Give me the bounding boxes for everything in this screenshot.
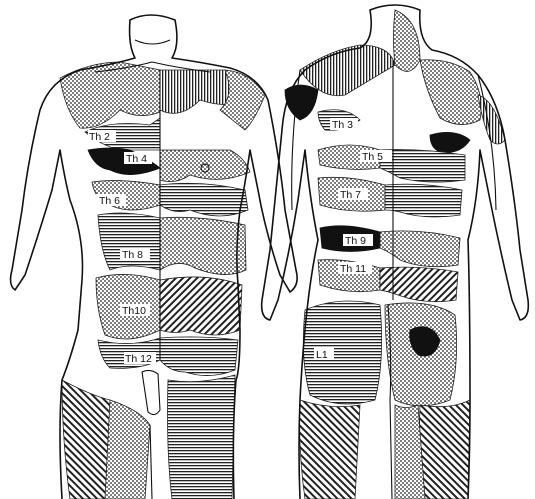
front-th6-label: Th 6 bbox=[99, 195, 120, 207]
front-th12-band bbox=[160, 337, 238, 376]
back-scapula-right-dark bbox=[430, 132, 470, 152]
back-l1-label: L1 bbox=[316, 349, 328, 361]
front-th10-label: Th10 bbox=[122, 305, 146, 317]
front-chin-line bbox=[135, 40, 170, 44]
back-th7-label: Th 7 bbox=[340, 189, 361, 201]
front-th6-band-b bbox=[160, 183, 248, 216]
front-thigh-right-dots bbox=[105, 400, 150, 499]
front-th8-band-b bbox=[160, 217, 246, 274]
front-view: Th 2 Th 4 Th 6 Th 8 Th10 Th 12 bbox=[11, 15, 298, 499]
front-th8-label: Th 8 bbox=[122, 249, 143, 261]
front-th4-band bbox=[160, 150, 250, 182]
back-th7-band-b bbox=[385, 184, 462, 217]
back-shoulder-left-dark bbox=[285, 85, 318, 120]
back-leg-divide bbox=[390, 400, 392, 499]
back-th9-band-b bbox=[380, 231, 460, 267]
front-th10-band-b bbox=[160, 277, 242, 335]
front-th12-label: Th 12 bbox=[125, 353, 152, 365]
front-genitals bbox=[142, 370, 160, 414]
back-thigh-left bbox=[300, 400, 360, 499]
back-thigh-right bbox=[420, 400, 470, 499]
front-th4-label: Th 4 bbox=[126, 153, 147, 165]
front-th2-label: Th 2 bbox=[89, 131, 110, 143]
front-thigh-left-stripe bbox=[168, 375, 236, 499]
back-th3-label: Th 3 bbox=[332, 119, 353, 131]
back-view: Th 3 Th 5 Th 7 Th 9 Th 11 L1 bbox=[262, 5, 529, 499]
back-th11-band-b bbox=[380, 267, 458, 302]
front-th8-band-a bbox=[98, 213, 160, 270]
back-th9-label: Th 9 bbox=[345, 235, 366, 247]
back-th5-label: Th 5 bbox=[362, 151, 383, 163]
back-th11-label: Th 11 bbox=[340, 263, 366, 275]
back-upper-center-dots bbox=[394, 10, 421, 71]
front-leg-divide bbox=[150, 425, 152, 499]
